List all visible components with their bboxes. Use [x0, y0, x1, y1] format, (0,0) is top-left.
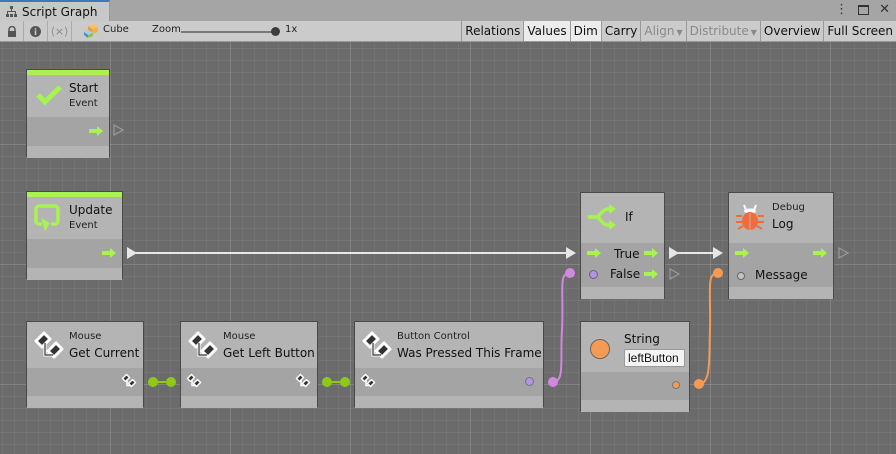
- zoom-value: 1x: [285, 24, 298, 35]
- chevron-down-icon: ▼: [676, 28, 683, 37]
- node-title: Update: [69, 203, 113, 217]
- flow-output-arrow-icon[interactable]: [644, 248, 658, 258]
- relations-button[interactable]: Relations: [461, 21, 524, 41]
- node-title: If: [625, 210, 633, 224]
- distribute-dropdown[interactable]: Distribute▼: [685, 21, 760, 41]
- bug-icon: [736, 204, 764, 230]
- flow-output-arrow-icon[interactable]: [813, 248, 827, 258]
- node-category: Mouse: [223, 331, 256, 342]
- variables-icon[interactable]: ⟨×⟩: [48, 21, 72, 41]
- node-if[interactable]: If True False: [580, 192, 665, 299]
- event-accent-bar: [27, 192, 122, 197]
- string-value-input[interactable]: [624, 349, 685, 367]
- tab-script-graph[interactable]: Script Graph: [0, 0, 110, 21]
- maximize-icon[interactable]: [858, 4, 870, 15]
- object-input-port-icon[interactable]: [186, 373, 202, 389]
- port-label-message: Message: [755, 268, 808, 282]
- loop-icon: [34, 204, 60, 231]
- full-screen-button[interactable]: Full Screen: [823, 21, 896, 41]
- node-title: String: [624, 332, 660, 346]
- hierarchy-icon: [6, 6, 17, 17]
- values-button[interactable]: Values: [523, 21, 570, 41]
- zoom-slider-knob[interactable]: [271, 27, 280, 36]
- flow-output-arrow-icon[interactable]: [89, 126, 103, 136]
- node-title: Get Left Button: [223, 346, 315, 360]
- window-controls: ⋮ ✕: [835, 2, 890, 17]
- bool-output-port[interactable]: [525, 377, 534, 386]
- port-label-true: True: [614, 247, 640, 261]
- node-subtitle: Event: [69, 98, 98, 109]
- node-title: Start: [69, 81, 99, 95]
- kebab-menu-icon[interactable]: ⋮: [835, 2, 849, 17]
- zoom-label: Zoom: [152, 24, 181, 35]
- toolbar: ⟨×⟩ Cube Zoom 1x Relations Values Dim Ca…: [0, 21, 896, 42]
- tab-title: Script Graph: [22, 4, 98, 19]
- node-title: Was Pressed This Frame: [397, 346, 542, 360]
- flow-input-arrow-icon[interactable]: [735, 248, 749, 258]
- toolbar-buttons: Relations Values Dim Carry Align▼ Distri…: [461, 21, 896, 41]
- node-mouse-get-current[interactable]: Mouse Get Current: [26, 321, 144, 408]
- object-output-port-icon[interactable]: [121, 373, 137, 389]
- message-input-port[interactable]: [737, 272, 745, 280]
- node-subtitle: Event: [69, 220, 98, 231]
- node-title: Get Current: [69, 346, 140, 360]
- tab-bar: Script Graph ⋮ ✕: [0, 0, 896, 21]
- lock-icon[interactable]: [0, 21, 24, 41]
- event-accent-bar: [27, 70, 109, 75]
- node-debug-log[interactable]: Debug Log Message: [728, 192, 834, 299]
- node-mouse-get-left-button[interactable]: Mouse Get Left Button: [180, 321, 318, 408]
- string-icon: [590, 339, 610, 359]
- bool-input-port[interactable]: [589, 270, 598, 279]
- node-category: Button Control: [397, 331, 470, 342]
- checkmark-icon: [36, 85, 62, 106]
- cube-icon: [84, 24, 98, 38]
- node-string-literal[interactable]: String: [580, 321, 690, 412]
- zoom-slider-track[interactable]: [181, 31, 276, 33]
- chevron-down-icon: ▼: [750, 28, 757, 37]
- node-title: Log: [772, 217, 794, 231]
- node-category: Debug: [772, 202, 805, 213]
- object-input-port-icon[interactable]: [360, 373, 376, 389]
- unit-icon: [362, 331, 392, 359]
- align-dropdown[interactable]: Align▼: [640, 21, 686, 41]
- flow-output-arrow-icon[interactable]: [102, 248, 116, 258]
- node-category: Mouse: [69, 331, 102, 342]
- unit-icon: [34, 331, 64, 359]
- dim-button[interactable]: Dim: [569, 21, 601, 41]
- flow-input-arrow-icon[interactable]: [587, 248, 601, 258]
- flow-output-port-empty[interactable]: [838, 247, 849, 259]
- flow-output-arrow-icon[interactable]: [644, 269, 658, 279]
- target-object-label[interactable]: Cube: [103, 24, 129, 35]
- object-output-port-icon[interactable]: [295, 373, 311, 389]
- node-start-event[interactable]: Start Event: [26, 69, 110, 158]
- flow-output-port-empty[interactable]: [113, 124, 124, 136]
- overview-button[interactable]: Overview: [759, 21, 824, 41]
- flow-output-port-empty[interactable]: [669, 268, 680, 280]
- info-icon[interactable]: [24, 21, 48, 41]
- string-output-port[interactable]: [672, 381, 680, 389]
- close-icon[interactable]: ✕: [879, 2, 890, 17]
- port-label-false: False: [610, 267, 641, 281]
- node-was-pressed-this-frame[interactable]: Button Control Was Pressed This Frame: [354, 321, 544, 408]
- unit-icon: [188, 331, 218, 359]
- node-update-event[interactable]: Update Event: [26, 191, 123, 280]
- carry-button[interactable]: Carry: [600, 21, 641, 41]
- branch-icon: [588, 204, 616, 230]
